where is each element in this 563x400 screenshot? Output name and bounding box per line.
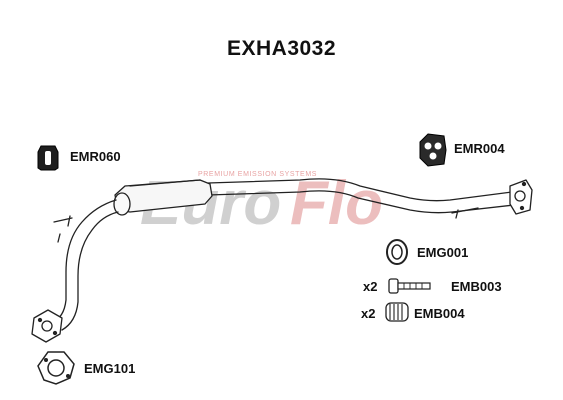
pipe-front-outer bbox=[51, 199, 117, 323]
qty-emb003: x2 bbox=[363, 279, 378, 294]
part-label-emg101: EMG101 bbox=[84, 361, 136, 376]
part-label-emr060: EMR060 bbox=[70, 149, 121, 164]
pipe-main-upper bbox=[207, 178, 513, 202]
part-label-emr004: EMR004 bbox=[454, 141, 505, 156]
qty-emb004: x2 bbox=[361, 306, 376, 321]
watermark-tagline: PREMIUM EMISSION SYSTEMS bbox=[198, 171, 318, 178]
part-label-emg001: EMG001 bbox=[417, 245, 469, 260]
pipe-front-inner bbox=[61, 211, 119, 331]
front-flange-hole bbox=[41, 320, 53, 332]
silencer-front-end bbox=[113, 192, 131, 216]
part-label-emb003: EMB003 bbox=[451, 279, 502, 294]
front-hanger-rod bbox=[53, 215, 73, 227]
pipe-main-lower bbox=[207, 190, 515, 214]
part-label-emb004: EMB004 bbox=[414, 306, 465, 321]
part-number-title: EXHA3032 bbox=[226, 37, 337, 60]
rear-hanger-rod bbox=[451, 207, 479, 219]
silencer-edge bbox=[129, 179, 201, 187]
